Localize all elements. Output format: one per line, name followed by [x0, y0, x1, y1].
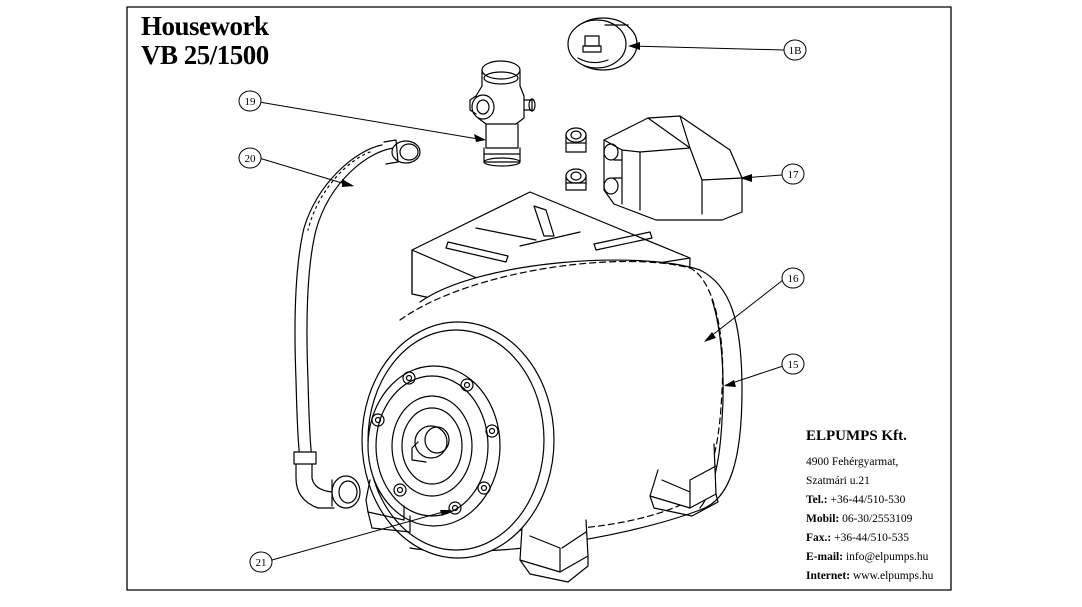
- callout-label-18: 1B: [789, 45, 802, 57]
- drawing-title: Housework VB 25/1500: [141, 11, 269, 71]
- company-info-block: ELPUMPS Kft. 4900 Fehérgyarmat, Szatmári…: [806, 428, 933, 586]
- callout-arrowheads: [342, 42, 752, 516]
- company-address-line1: 4900 Fehérgyarmat,: [806, 456, 899, 468]
- callout-label-19: 19: [245, 96, 257, 108]
- tel-value: +36-44/510-530: [830, 494, 906, 506]
- tel-label: Tel.:: [806, 494, 828, 506]
- callout-bubble-21: [249, 551, 273, 573]
- internet-label: Internet:: [806, 570, 851, 582]
- drawing-frame: [126, 6, 952, 591]
- email-label: E-mail:: [806, 551, 844, 563]
- pressure-tank-part: [361, 191, 743, 583]
- callout-bubble-16: [781, 267, 805, 289]
- fax-label: Fax.:: [806, 532, 832, 544]
- callout-bubble-20: [238, 147, 262, 169]
- email-value: info@elpumps.hu: [845, 551, 929, 563]
- mobil-value: 06-30/2553109: [842, 513, 913, 525]
- company-mobil: Mobil: 06-30/2553109: [806, 510, 933, 529]
- company-name: ELPUMPS Kft.: [806, 428, 907, 444]
- callout-label-17: 17: [788, 169, 800, 181]
- t-fitting-part: [469, 60, 536, 167]
- callout-label-16: 16: [788, 273, 800, 285]
- callout-bubbles: [238, 39, 807, 573]
- callout-bubble-18: [783, 39, 807, 61]
- flexible-hose-part: [293, 139, 421, 509]
- callout-bubble-19: [238, 90, 262, 112]
- mobil-label: Mobil:: [806, 513, 840, 525]
- company-fax: Fax.: +36-44/510-535: [806, 529, 933, 548]
- callout-label-20: 20: [245, 153, 257, 165]
- callout-label-21: 21: [256, 557, 267, 569]
- callout-bubble-17: [781, 163, 805, 185]
- title-model: VB 25/1500: [141, 40, 269, 71]
- pressure-gauge-part: [567, 17, 638, 71]
- fax-value: +36-44/510-535: [834, 532, 909, 544]
- internet-value: www.elpumps.hu: [852, 570, 934, 582]
- company-internet: Internet: www.elpumps.hu: [806, 567, 933, 586]
- threaded-nipples-part: [565, 127, 587, 191]
- callout-bubble-15: [781, 353, 805, 375]
- company-tel: Tel.: +36-44/510-530: [806, 491, 933, 510]
- title-product-line: Housework: [141, 11, 269, 41]
- company-address-line2: Szatmári u.21: [806, 475, 870, 487]
- callout-label-15: 15: [788, 359, 800, 371]
- company-email: E-mail: info@elpumps.hu: [806, 548, 933, 567]
- pressure-switch-part: [603, 115, 743, 221]
